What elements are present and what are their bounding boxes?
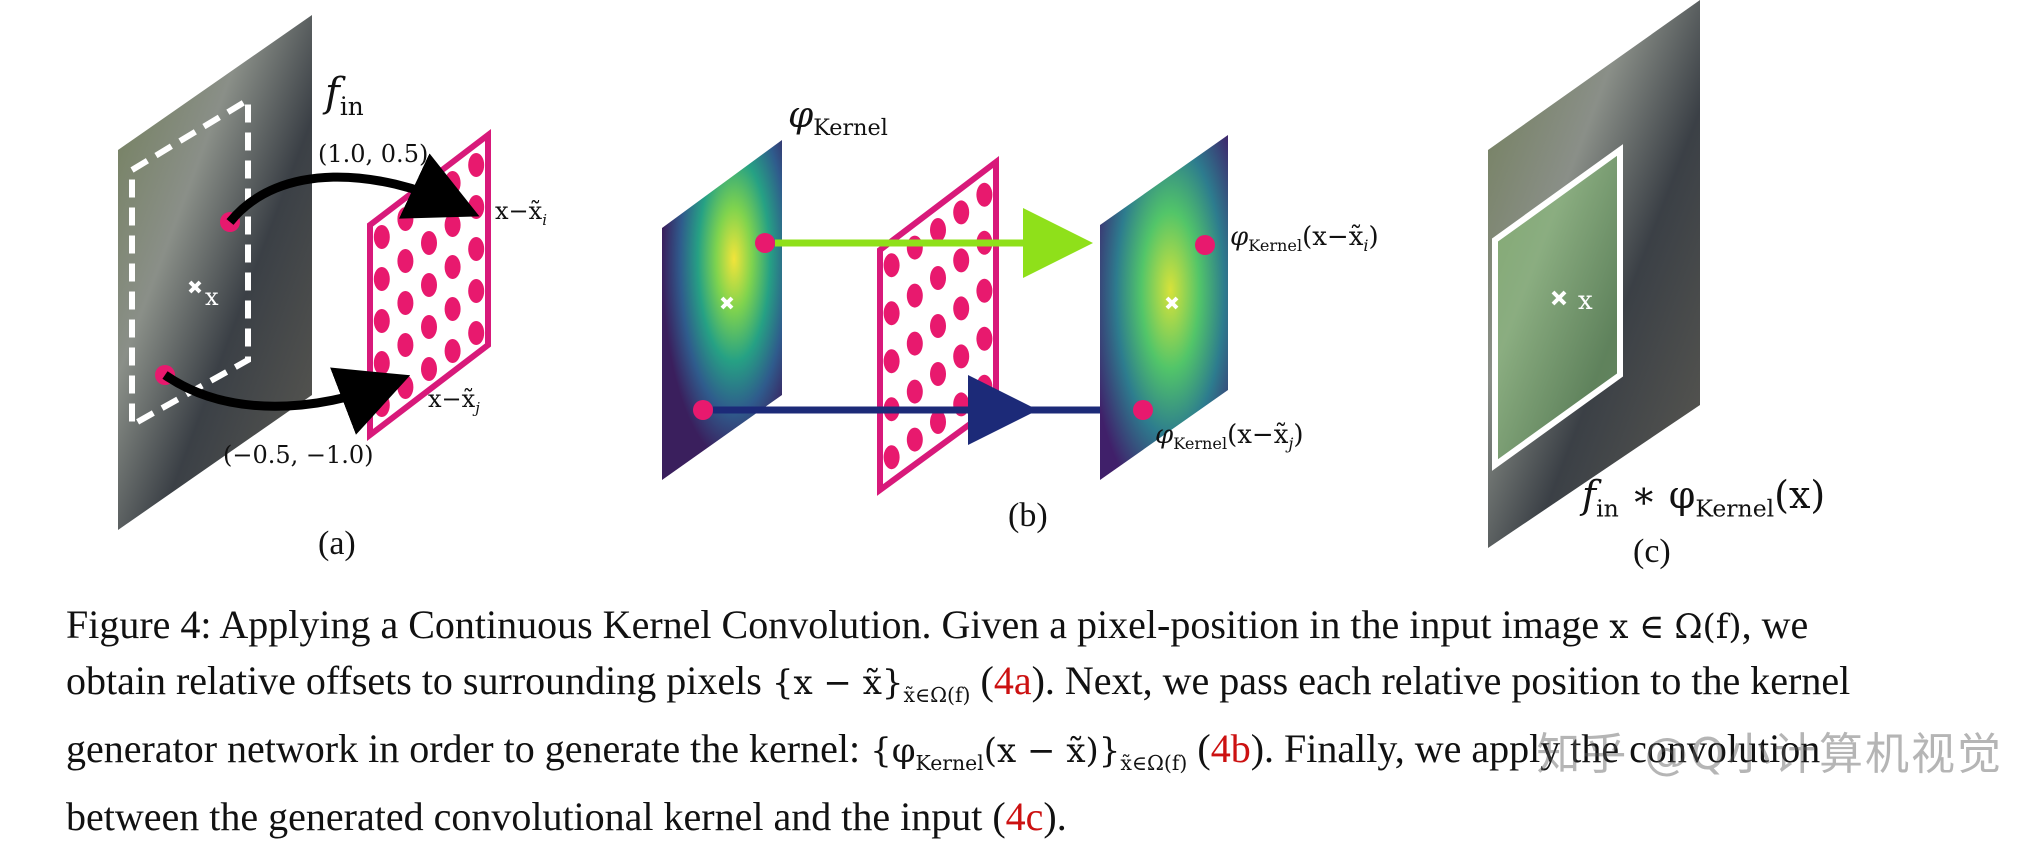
offset-dot <box>883 349 900 374</box>
offset-dot <box>373 351 390 375</box>
panel-b <box>662 135 1228 496</box>
figure-4: fin (1.0, 0.5) (−0.5, −1.0) x x−x̃i x−x̃… <box>118 0 1826 570</box>
pos-j-dot-b <box>693 400 713 420</box>
offset-dot <box>930 314 946 338</box>
phi-out-i-label: φKernel(x−x̃i) <box>1230 222 1379 256</box>
offset-dot <box>930 362 946 386</box>
conv-label: fin ∗ φKernel(x) <box>1582 473 1826 523</box>
offset-dot <box>444 213 461 237</box>
label-c: (c) <box>1633 533 1671 570</box>
center-marker-b2 <box>1165 296 1179 310</box>
kernel-heatmap-output <box>1100 135 1228 480</box>
offset-dot <box>444 255 461 279</box>
offset-dot <box>468 321 485 345</box>
offset-dot <box>397 291 414 315</box>
offset-dot <box>468 153 485 177</box>
offset-dot <box>373 225 390 249</box>
offset-dot <box>397 333 414 357</box>
watermark: 知乎 @Q小计算机视觉 <box>1536 729 2003 780</box>
offset-dot <box>976 278 993 303</box>
offset-dot <box>976 374 993 399</box>
offset-dot <box>397 375 414 399</box>
coord-top: (1.0, 0.5) <box>318 140 429 168</box>
offset-dot <box>953 248 970 273</box>
x-label-a: x <box>205 283 219 311</box>
ref-4a-link[interactable]: 4a <box>993 658 1032 703</box>
offset-dot <box>421 231 437 255</box>
output-image <box>1488 0 1700 548</box>
offset-dot <box>421 357 437 381</box>
phi-out-j-label: φKernel(x−x̃j) <box>1155 420 1304 454</box>
offset-dot <box>421 315 437 339</box>
offset-dot <box>397 249 414 273</box>
offset-dot <box>930 266 946 290</box>
center-marker-b <box>720 296 734 310</box>
kernel-heatmap-input <box>662 140 782 480</box>
offset-dot <box>468 279 485 303</box>
offset-dot <box>906 283 923 308</box>
offset-dot <box>883 445 900 470</box>
pos-i-dot-b <box>755 233 775 253</box>
offset-dot <box>976 182 993 207</box>
offset-dot <box>373 393 390 417</box>
offset-dot <box>930 410 946 434</box>
offset-dot <box>883 301 900 326</box>
out-i-dot <box>1195 235 1215 255</box>
offset-dot <box>444 297 461 321</box>
offset-dot <box>468 237 485 261</box>
offset-dot <box>373 309 390 333</box>
offset-dot <box>883 253 900 278</box>
panel-c <box>1488 0 1700 548</box>
offset-dot <box>906 235 923 260</box>
figure-illustration <box>118 0 1700 548</box>
arrow-to-i <box>226 153 480 225</box>
center-marker <box>188 280 202 294</box>
kernel-overlay <box>1492 144 1623 471</box>
offset-dot <box>906 331 923 356</box>
arrow-to-j <box>162 367 411 435</box>
offset-i-label: x−x̃i <box>495 197 547 229</box>
label-b: (b) <box>1008 497 1048 534</box>
offset-dot <box>930 218 946 242</box>
offset-dot <box>421 273 437 297</box>
offset-dot <box>444 339 461 363</box>
x-label-c: x <box>1578 286 1593 316</box>
f-in-label: fin <box>325 70 364 121</box>
ref-4c-link[interactable]: 4c <box>1005 793 1044 839</box>
offset-dot <box>373 267 390 291</box>
offset-dot <box>906 427 923 452</box>
offset-dot <box>953 344 970 369</box>
coord-bottom: (−0.5, −1.0) <box>223 441 374 469</box>
receptive-field-box <box>129 94 251 431</box>
offset-dot <box>976 326 993 351</box>
offset-dot <box>397 207 414 231</box>
offset-dot <box>468 195 485 219</box>
input-image <box>118 15 312 530</box>
offset-j-label: x−x̃j <box>428 385 480 417</box>
ref-4b-link[interactable]: 4b <box>1210 725 1251 771</box>
offset-dot <box>953 296 970 321</box>
offset-dot <box>953 200 970 225</box>
phi-kernel-label: φKernel <box>788 95 888 142</box>
panel-a <box>118 15 491 530</box>
center-marker-c <box>1551 290 1567 306</box>
offset-dot <box>906 379 923 404</box>
label-a: (a) <box>318 525 356 562</box>
offset-dot <box>444 171 461 195</box>
out-j-dot <box>1133 400 1153 420</box>
